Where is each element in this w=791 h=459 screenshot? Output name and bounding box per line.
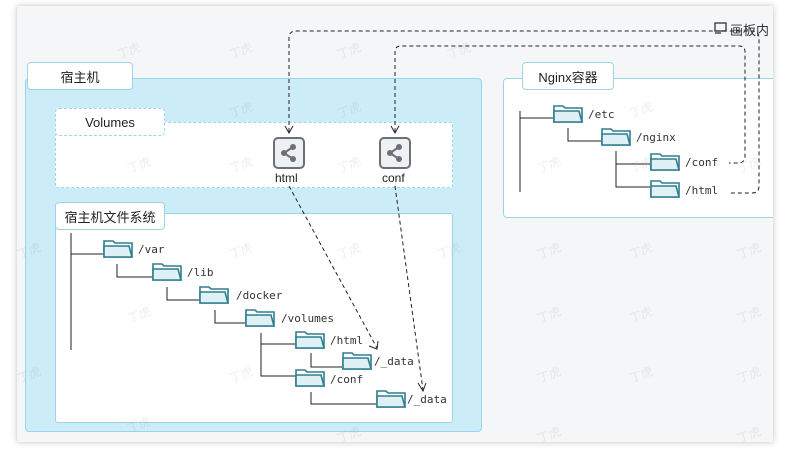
diagram-canvas: 画板内 宿主机 Volumes 宿主机文件系统 Nginx容器 <box>17 6 773 442</box>
folder-icon[interactable] <box>601 126 632 151</box>
folder-icon[interactable] <box>376 388 407 413</box>
folder-icon[interactable] <box>295 329 326 354</box>
share-icon[interactable] <box>379 137 411 174</box>
folder-label-conf: /conf <box>330 373 364 386</box>
folder-label-container-conf: /conf <box>685 156 719 169</box>
folder-icon[interactable] <box>553 103 584 128</box>
folder-icon[interactable] <box>650 178 681 203</box>
corner-label-text: 画板内 <box>729 23 769 38</box>
folder-icon[interactable] <box>245 307 276 332</box>
folder-label-container-html: /html <box>685 184 719 197</box>
folder-icon[interactable] <box>103 238 134 263</box>
folder-label-docker: /docker <box>236 289 283 302</box>
volumes-title: Volumes <box>55 108 165 136</box>
volume-label-conf: conf <box>382 171 405 185</box>
folder-icon[interactable] <box>152 261 183 286</box>
folder-icon[interactable] <box>650 151 681 176</box>
folder-label-html: /html <box>330 334 364 347</box>
arrow-heads <box>284 125 427 393</box>
mapping-lines <box>288 30 760 391</box>
host-filesystem-title: 宿主机文件系统 <box>55 202 165 230</box>
folder-label-etc: /etc <box>588 108 615 121</box>
folder-label-conf-data: /_data <box>407 393 447 406</box>
container-tree-lines <box>519 111 650 192</box>
canvas-corner-label[interactable]: 画板内 <box>714 20 769 39</box>
folder-label-nginx: /nginx <box>636 131 676 144</box>
host-machine-title: 宿主机 <box>27 62 133 90</box>
folder-icon[interactable] <box>199 284 230 309</box>
folder-icon[interactable] <box>295 367 326 392</box>
volume-label-html: html <box>275 171 298 185</box>
nginx-container-box <box>503 78 773 218</box>
folder-icon[interactable] <box>342 350 373 375</box>
nginx-container-title: Nginx容器 <box>522 62 614 90</box>
diagram-lines <box>70 30 760 405</box>
frame-icon <box>714 22 727 37</box>
share-icon[interactable] <box>273 137 305 174</box>
folder-label-var: /var <box>138 243 165 256</box>
folder-label-volumes: /volumes <box>281 312 334 325</box>
folder-label-html-data: /_data <box>374 355 414 368</box>
host-tree-lines <box>70 233 376 405</box>
folder-label-lib: /lib <box>187 266 214 279</box>
